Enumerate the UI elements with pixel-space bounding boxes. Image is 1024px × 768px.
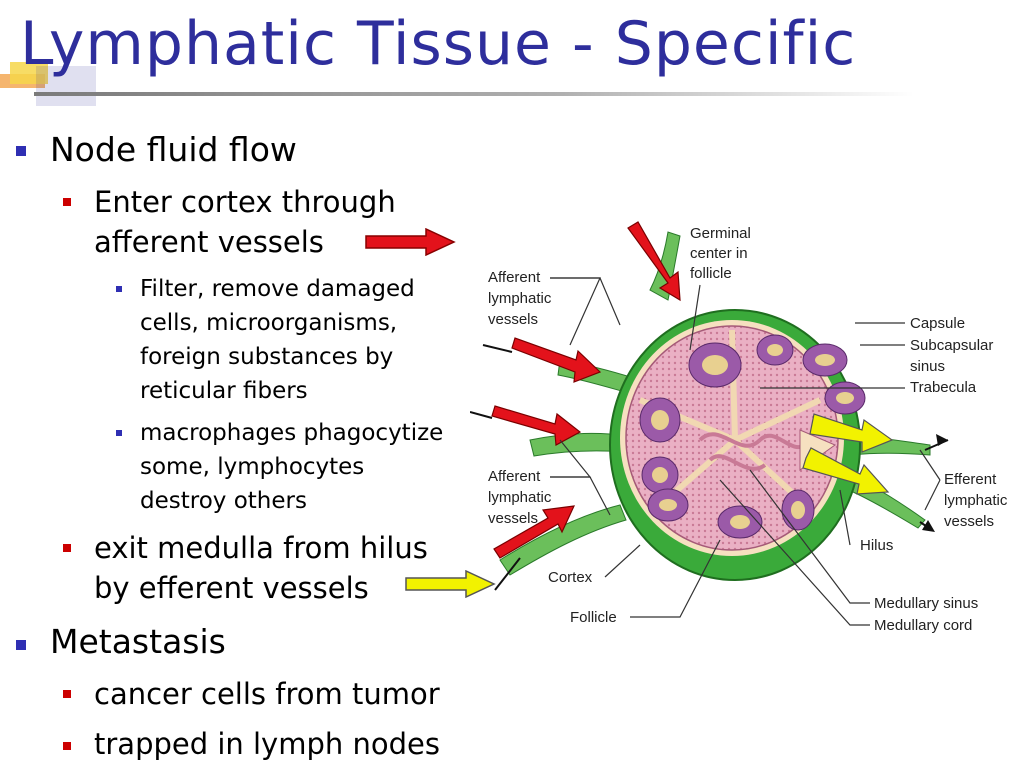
- svg-text:center in: center in: [690, 245, 748, 262]
- svg-text:sinus: sinus: [910, 358, 945, 375]
- bullet-marker: [63, 198, 71, 206]
- bullet-marker: [63, 742, 71, 750]
- label-follicle: Follicle: [570, 609, 617, 626]
- efferent-flow-arrows: [802, 413, 894, 495]
- label-hilus: Hilus: [860, 537, 893, 554]
- label-medullary-sinus: Medullary sinus: [874, 595, 978, 612]
- bullet-marker: [116, 430, 122, 436]
- label-medullary-cord: Medullary cord: [874, 617, 972, 634]
- bullet-exit-medulla-cont: by efferent vessels: [94, 571, 369, 605]
- afferent-vessel: [499, 504, 627, 576]
- svg-text:lymphatic: lymphatic: [488, 290, 552, 307]
- bullet-metastasis: Metastasis: [50, 622, 226, 661]
- bullet-trapped: trapped in lymph nodes: [94, 727, 440, 761]
- bullet-marker: [63, 690, 71, 698]
- bullet-marker: [16, 640, 26, 650]
- svg-text:lymphatic: lymphatic: [488, 489, 552, 506]
- afferent-arrow-icon: [365, 228, 456, 256]
- svg-text:vessels: vessels: [488, 311, 538, 328]
- bullet-marker: [63, 544, 71, 552]
- label-afferent-top: Afferent: [488, 269, 541, 286]
- svg-text:lymphatic: lymphatic: [944, 492, 1008, 509]
- bullet-enter-cortex: Enter cortex through: [94, 185, 396, 219]
- lymph-node-diagram: Germinal center in follicle Afferent lym…: [470, 221, 1008, 634]
- title-underline-decoration: [0, 62, 914, 106]
- bullet-enter-cortex-cont: afferent vessels: [94, 225, 324, 259]
- bullet-cancer-cells: cancer cells from tumor: [94, 677, 440, 711]
- efferent-arrow-icon: [405, 570, 496, 598]
- label-afferent-bottom: Afferent: [488, 468, 541, 485]
- svg-text:vessels: vessels: [488, 510, 538, 527]
- medullary-cords: [698, 432, 807, 449]
- bullet-filter-line3: foreign substances by: [140, 344, 394, 370]
- bullet-macrophages-line3: destroy others: [140, 488, 307, 514]
- bullet-exit-medulla: exit medulla from hilus: [94, 531, 428, 565]
- bullet-node-fluid-flow: Node fluid flow: [50, 130, 297, 169]
- bullet-macrophages-line2: some, lymphocytes: [140, 454, 365, 480]
- bullet-filter-line4: reticular fibers: [140, 378, 308, 404]
- svg-text:follicle: follicle: [690, 265, 732, 282]
- afferent-flow-arrows: [491, 221, 681, 559]
- bullet-filter-line1: Filter, remove damaged: [140, 276, 415, 302]
- follicles: [639, 334, 866, 539]
- bullet-marker: [16, 146, 26, 156]
- slide-title: Lymphatic Tissue - Specific: [20, 9, 857, 79]
- label-capsule: Capsule: [910, 315, 965, 332]
- bullet-marker: [116, 286, 122, 292]
- label-subcapsular-sinus: Subcapsular: [910, 337, 993, 354]
- label-germinal-center: Germinal: [690, 225, 751, 242]
- label-trabecula: Trabecula: [910, 379, 977, 396]
- label-efferent: Efferent: [944, 471, 997, 488]
- bullet-filter-line2: cells, microorganisms,: [140, 310, 398, 336]
- label-cortex: Cortex: [548, 569, 593, 586]
- bullet-macrophages-line1: macrophages phagocytize: [140, 420, 444, 446]
- svg-text:vessels: vessels: [944, 513, 994, 530]
